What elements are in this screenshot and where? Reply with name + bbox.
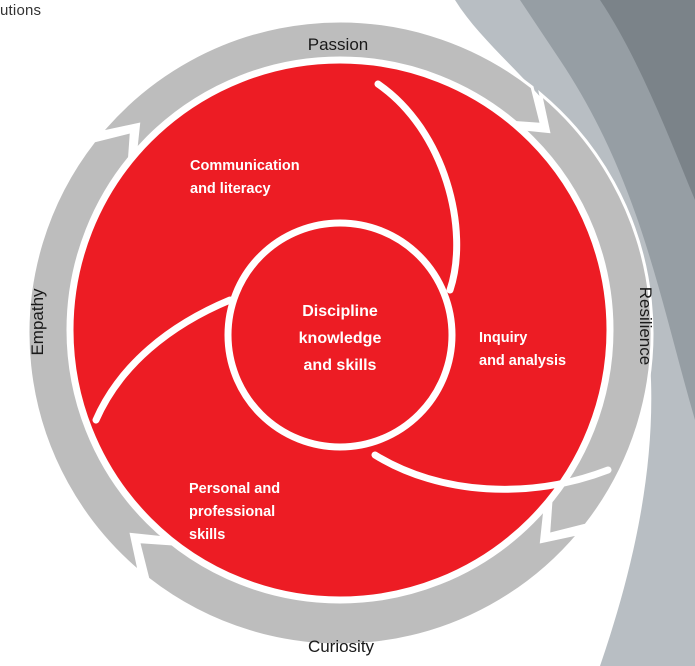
diagram-labels: Passion Resilience Curiosity Empathy Com… (28, 35, 655, 656)
ring-label-passion: Passion (308, 35, 368, 54)
petal-divider-top (374, 80, 461, 294)
skill-petals (66, 56, 614, 604)
ring-label-empathy: Empathy (28, 288, 47, 356)
core-label-line-2: knowledge (299, 330, 382, 347)
petal-divider-right (371, 451, 612, 493)
petal-label-personal-line-3: skills (189, 527, 225, 543)
ring-label-curiosity: Curiosity (308, 637, 375, 656)
petal-label-inquiry-line-2: and analysis (479, 353, 566, 369)
ring-label-resilience: Resilience (636, 287, 655, 365)
petal-outer-border (66, 56, 614, 604)
header-fragment-text: utions (0, 2, 42, 19)
petal-label-inquiry-line-1: Inquiry (479, 330, 527, 346)
petal-label-communication-line-2: and literacy (190, 181, 271, 197)
background-photo (455, 0, 695, 666)
petal-label-personal-line-1: Personal and (189, 481, 280, 497)
petal-divider-left (92, 296, 234, 424)
petal-label-personal-line-2: professional (189, 504, 275, 520)
core-label-line-3: and skills (304, 357, 377, 374)
attribute-ring (26, 19, 654, 647)
core-circle (224, 219, 456, 451)
petal-label-communication-line-1: Communication (190, 158, 300, 174)
core-label-line-1: Discipline (302, 303, 378, 320)
